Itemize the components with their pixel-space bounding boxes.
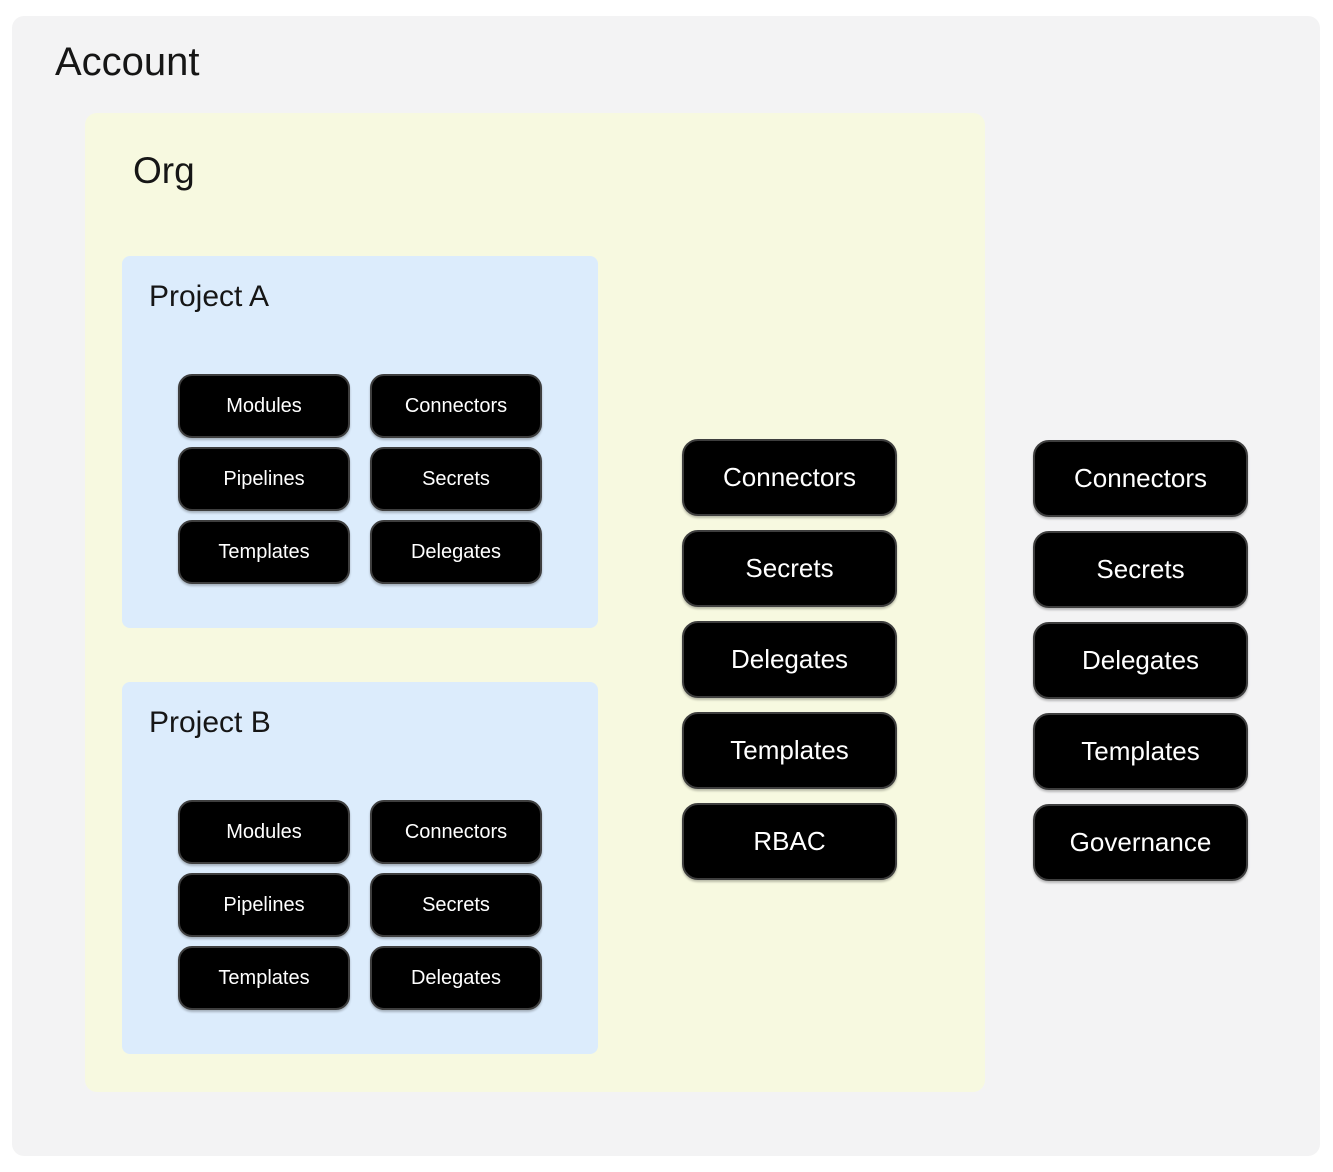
templates-node: Templates bbox=[178, 520, 350, 584]
rbac-node: RBAC bbox=[682, 803, 897, 880]
modules-node: Modules bbox=[178, 374, 350, 438]
delegates-node: Delegates bbox=[370, 946, 542, 1010]
delegates-node: Delegates bbox=[682, 621, 897, 698]
delegates-node: Delegates bbox=[370, 520, 542, 584]
org-title: Org bbox=[133, 150, 195, 191]
connectors-node: Connectors bbox=[682, 439, 897, 516]
project-a-title: Project A bbox=[149, 280, 270, 313]
templates-node: Templates bbox=[178, 946, 350, 1010]
secrets-node: Secrets bbox=[1033, 531, 1248, 608]
modules-node: Modules bbox=[178, 800, 350, 864]
secrets-node: Secrets bbox=[370, 447, 542, 511]
secrets-node: Secrets bbox=[682, 530, 897, 607]
pipelines-node: Pipelines bbox=[178, 873, 350, 937]
templates-node: Templates bbox=[1033, 713, 1248, 790]
delegates-node: Delegates bbox=[1033, 622, 1248, 699]
connectors-node: Connectors bbox=[370, 374, 542, 438]
connectors-node: Connectors bbox=[1033, 440, 1248, 517]
governance-node: Governance bbox=[1033, 804, 1248, 881]
pipelines-node: Pipelines bbox=[178, 447, 350, 511]
templates-node: Templates bbox=[682, 712, 897, 789]
account-title: Account bbox=[55, 40, 200, 84]
secrets-node: Secrets bbox=[370, 873, 542, 937]
project-b-title: Project B bbox=[149, 706, 271, 739]
connectors-node: Connectors bbox=[370, 800, 542, 864]
